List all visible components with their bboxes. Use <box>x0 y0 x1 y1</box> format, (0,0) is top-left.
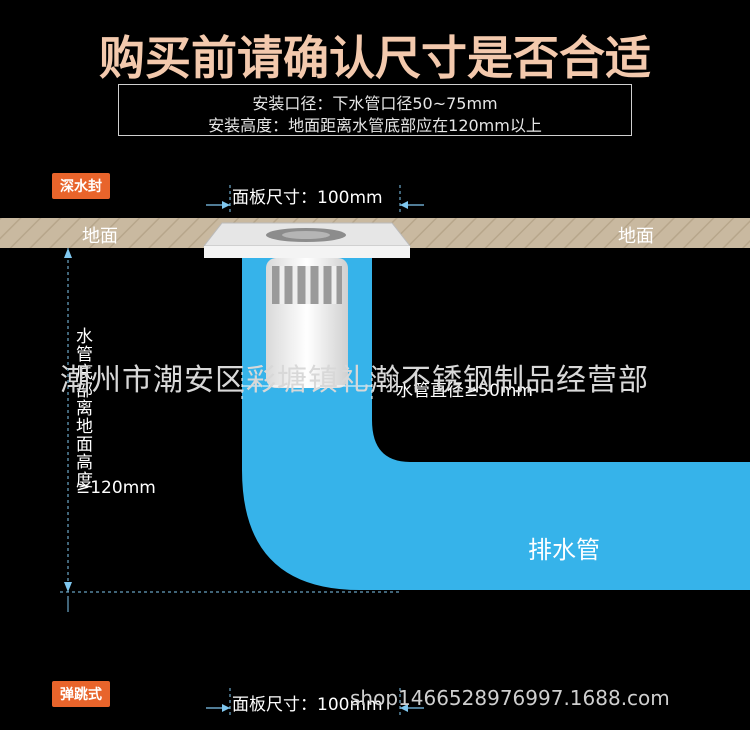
spec-install-height: 安装高度：地面距离水管底部应在120mm以上 <box>208 116 542 135</box>
tag-deep-seal: 深水封 <box>52 173 110 199</box>
watermark: 潮州市潮安区彩塘镇礼瀚不锈钢制品经营部 <box>60 363 649 398</box>
pipe-diameter-label: 水管直径≥50mm <box>396 381 533 401</box>
floor-label-right: 地面 <box>618 226 654 247</box>
height-value: ≥120mm <box>76 478 156 498</box>
panel-size-label-bottom: 面板尺寸：100mm <box>232 695 383 715</box>
height-label: 水管底部离地面高度 <box>76 327 93 491</box>
floor-label-left: 地面 <box>82 226 118 247</box>
tag-spring: 弹跳式 <box>52 681 110 707</box>
panel-size-label: 面板尺寸：100mm <box>232 188 383 208</box>
spec-box <box>118 84 632 136</box>
page-title: 购买前请确认尺寸是否合适 <box>99 31 651 85</box>
drain-pipe <box>242 255 750 590</box>
spec-install-diameter: 安装口径：下水管口径50~75mm <box>252 94 498 113</box>
footer-url: shop1466528976997.1688.com <box>350 686 670 710</box>
pipe-label: 排水管 <box>528 536 600 564</box>
